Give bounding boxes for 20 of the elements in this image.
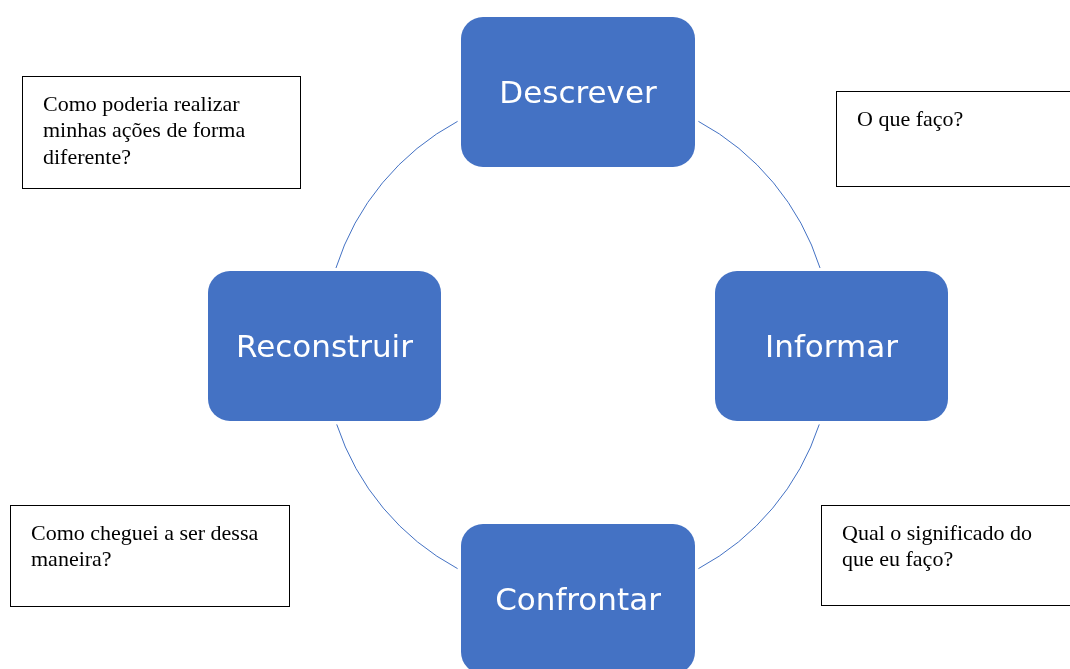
- cycle-arc: [336, 423, 459, 570]
- question-text: O que faço?: [857, 106, 965, 133]
- cycle-arc: [335, 120, 459, 269]
- step-label: Confrontar: [495, 581, 661, 617]
- step-box: [461, 524, 695, 669]
- step-label: Reconstruir: [236, 328, 413, 364]
- step-label: Descrever: [499, 74, 657, 110]
- step-box: [208, 271, 441, 421]
- cycle-arc: [697, 120, 821, 269]
- question-text: Qual o significado do que eu faço?: [842, 520, 1034, 573]
- step-label: Informar: [765, 328, 898, 364]
- question-box: [821, 505, 1070, 606]
- question-box: [836, 91, 1070, 187]
- question-box: [22, 76, 301, 189]
- question-text: Como cheguei a ser dessa maneira?: [31, 520, 260, 573]
- cycle-arc: [697, 423, 820, 570]
- step-box: [715, 271, 948, 421]
- question-text: Como poderia realizar minhas ações de forma diferente?: [43, 91, 247, 171]
- question-box: [10, 505, 290, 607]
- step-box: [461, 17, 695, 167]
